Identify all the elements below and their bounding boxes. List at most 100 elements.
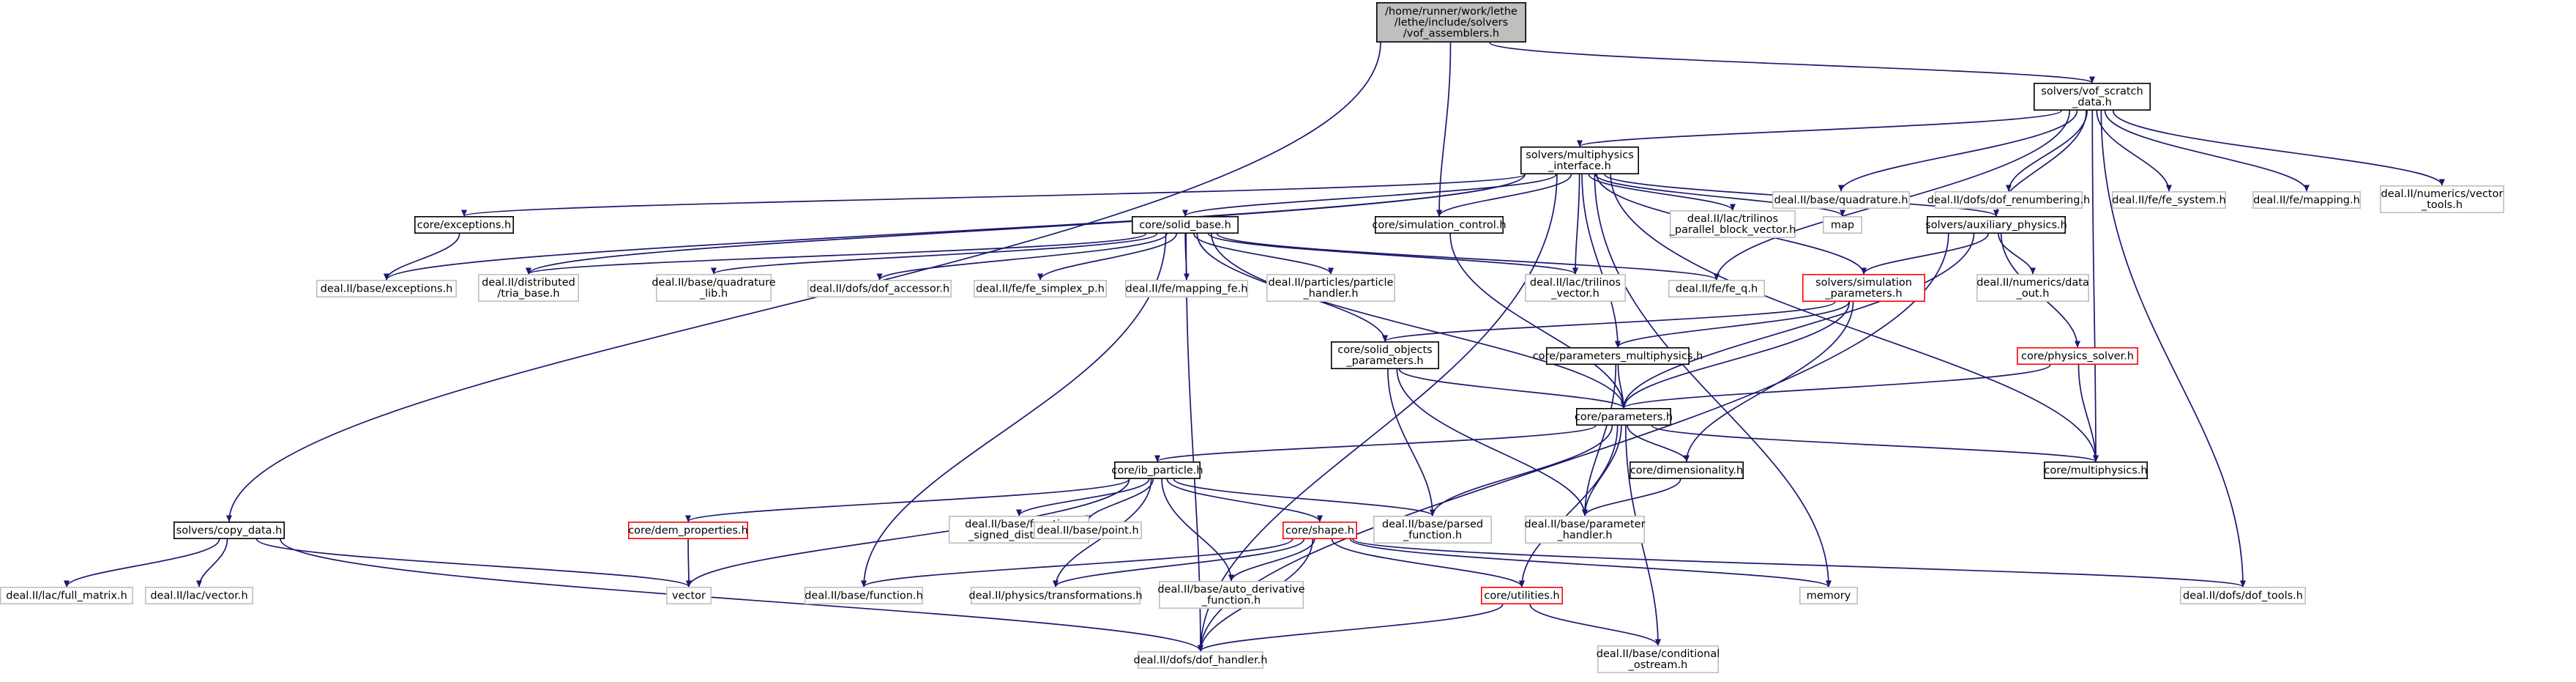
edge-mp_interface-to-exceptions [461,174,1526,217]
node-ib_particle[interactable]: core/ib_particle.h [1111,461,1203,479]
node-copy_data[interactable]: solvers/copy_data.h [173,521,285,539]
node-data_out: deal.II/numerics/data_out.h [1976,273,2090,302]
node-exceptions[interactable]: core/exceptions.h [414,215,514,234]
edge-vof_scratch-to-dof_renum [2005,110,2088,192]
edge-solid_base-to-particle_handler [1193,233,1334,275]
node-label: deal.II/dofs/dof_accessor.h [810,283,949,295]
node-label: _handler.h [1556,530,1612,541]
node-label: core/solid_base.h [1139,220,1231,231]
node-sim_control[interactable]: core/simulation_control.h [1372,215,1507,234]
node-box [1266,273,1396,302]
node-label: deal.II/dofs/dof_tools.h [2183,590,2303,602]
node-parameters[interactable]: core/parameters.h [1575,407,1673,426]
node-box [2380,185,2505,214]
node-label: _data.h [2072,97,2112,108]
node-shape[interactable]: core/shape.h [1283,521,1358,539]
node-box [1546,346,1690,365]
node-mp_interface[interactable]: solvers/multiphysics_interface.h [1520,147,1640,175]
edge-ib_particle-to-vector [686,478,1130,588]
node-label: core/dem_properties.h [628,525,748,537]
node-label: deal.II/base/point.h [1037,525,1138,537]
node-mapping_fe: deal.II/fe/mapping_fe.h [1125,279,1249,297]
node-label: _function.h [1201,595,1261,607]
node-solid_objects[interactable]: core/solid_objects_parameters.h [1331,341,1440,369]
node-label: core/utilities.h [1484,590,1559,602]
edge-shape-to-dof_tools [1352,538,2246,588]
edge-solid_base-to-trilinos_vector [1208,233,1578,275]
node-dof_accessor: deal.II/dofs/dof_accessor.h [807,279,952,297]
edge-mp_interface-to-solid_base [1182,174,1557,217]
edge-aux_physics-to-parameters [1620,233,1975,409]
edge-dem_props-to-vector [685,538,692,588]
edge-parameters-to-cond_ostream [1624,425,1662,646]
node-base_exceptions: deal.II/base/exceptions.h [316,279,457,297]
edge-aux_physics-to-sim_params [1861,233,1989,275]
edge-solid_objects-to-param_handler [1396,368,1588,516]
node-label: memory [1807,590,1851,602]
node-box [316,279,457,297]
node-box [1376,1,1527,43]
node-box [1331,341,1440,369]
node-label: deal.II/fe/fe_system.h [2112,195,2226,207]
node-dem_props[interactable]: core/dem_properties.h [627,521,748,539]
node-box [1373,515,1493,544]
node-label: deal.II/base/quadrature.h [1774,195,1908,207]
node-label: _ostream.h [1628,659,1688,671]
node-label: core/parameters.h [1575,412,1673,423]
node-box [1375,215,1504,234]
node-label: map [1831,220,1854,231]
edge-solid_base-to-fe_simplex [1037,233,1177,281]
edge-shape-to-utilities [1331,538,1525,588]
node-root[interactable]: /home/runner/work/lethe/lethe/include/so… [1376,1,1527,43]
node-box [971,586,1141,604]
node-physics_solver[interactable]: core/physics_solver.h [2017,346,2139,365]
node-vof_scratch[interactable]: solvers/vof_scratch_data.h [2034,83,2151,111]
node-label: core/shape.h [1285,525,1354,537]
node-label: deal.II/lac/trilinos [1687,213,1778,225]
node-label: deal.II/base/exceptions.h [321,283,453,295]
edge-exceptions-to-base_exceptions [383,233,460,281]
edge-parameters-to-param_handler [1581,425,1622,516]
node-aux_physics[interactable]: solvers/auxiliary_physics.h [1925,215,2067,234]
node-particle_handler: deal.II/particles/particle_handler.h [1266,273,1396,302]
node-label: _out.h [2016,288,2050,300]
edge-solid_base-to-fe_q [1216,233,1720,281]
edge-parameters-to-multiphysics [1651,425,2099,462]
edge-parameters-to-dimensionality [1627,425,1690,462]
node-label: _handler.h [1302,288,1358,300]
node-box [1125,279,1249,297]
node-box [1629,461,1744,479]
node-cond_ostream: deal.II/base/conditional_ostream.h [1597,645,1720,673]
node-box [1799,586,1859,604]
node-utilities[interactable]: core/utilities.h [1481,586,1564,604]
edge-mp_interface-to-trilinos_vector [1572,174,1580,275]
node-point: deal.II/base/point.h [1034,521,1143,539]
node-sim_params[interactable]: solvers/simulation_parameters.h [1802,273,1926,302]
edge-sim_params-to-solid_objects [1382,301,1836,342]
node-multiphysics[interactable]: core/multiphysics.h [2044,461,2148,479]
node-label: deal.II/base/parsed [1382,519,1483,530]
node-box [145,586,253,604]
node-dimensionality[interactable]: core/dimensionality.h [1629,461,1744,479]
node-params_mp[interactable]: core/parameters_multiphysics.h [1533,346,1703,365]
node-label: deal.II/base/function.h [804,590,923,602]
node-quad_lib: deal.II/base/quadrature_lib.h [652,273,776,302]
edge-vof_scratch-to-dof_tools [2100,110,2247,588]
edge-mp_interface-to-dof_handler [1197,174,1558,652]
edge-vof_scratch-to-vector_tools [2112,110,2445,186]
node-parallel_block: deal.II/lac/trilinos_parallel_block_vect… [1669,210,1796,238]
node-box [477,273,579,302]
node-box [2034,83,2151,111]
node-box [1802,273,1926,302]
node-label: core/solid_objects [1337,344,1432,356]
node-box [1935,190,2083,209]
node-label: deal.II/lac/vector.h [150,590,247,602]
node-box [2044,461,2148,479]
node-dof_handler: deal.II/dofs/dof_handler.h [1134,651,1268,669]
node-box [1597,645,1720,673]
node-solid_base[interactable]: core/solid_base.h [1132,215,1239,234]
node-box [665,586,712,604]
edge-root-to-copy_data [226,42,1381,522]
node-label: _lib.h [699,288,728,300]
